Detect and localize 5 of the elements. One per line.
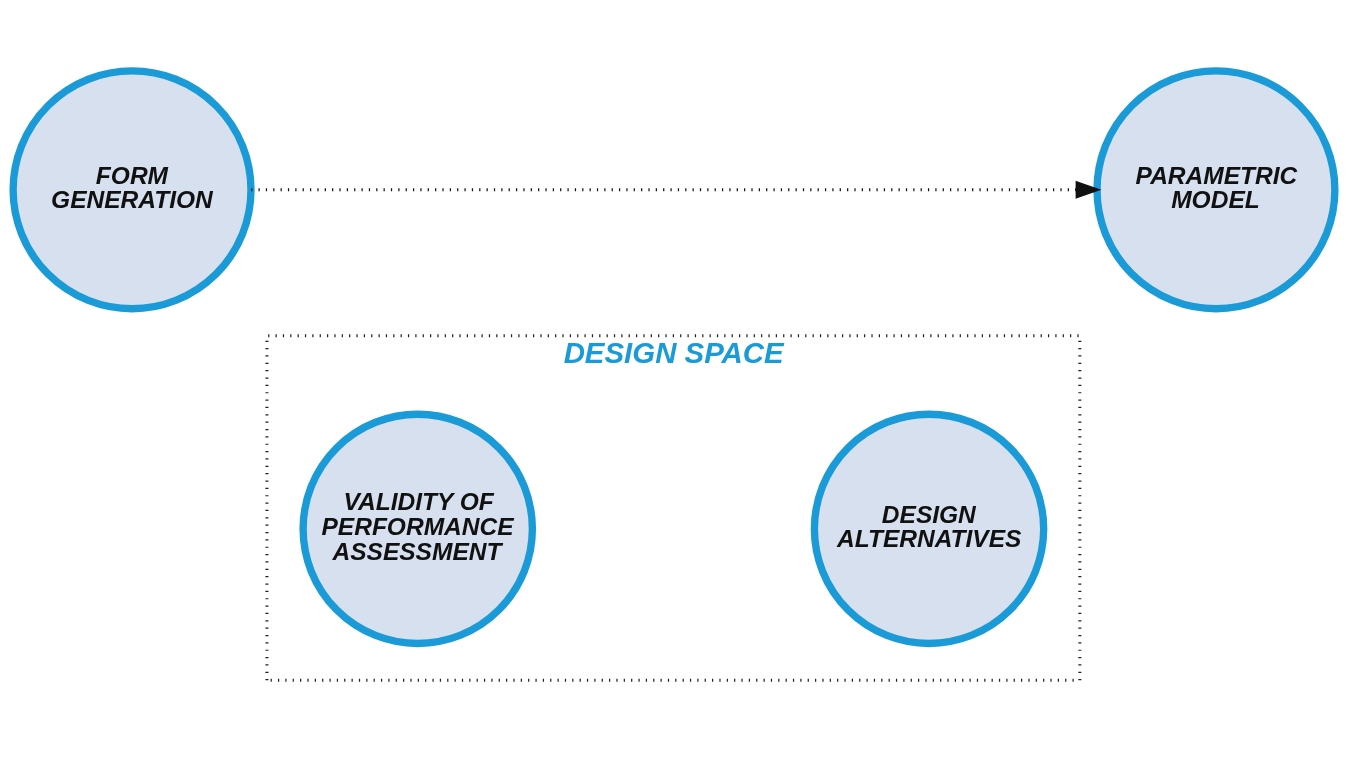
node-circle: VALIDITY OF PERFORMANCE ASSESSMENT bbox=[299, 410, 537, 648]
node-circle: FORM GENERATION bbox=[9, 67, 255, 313]
node-circle: DESIGN ALTERNATIVES bbox=[810, 410, 1048, 648]
node-circle: PARAMETRIC MODEL bbox=[1093, 67, 1339, 313]
arrow bbox=[251, 180, 1102, 199]
